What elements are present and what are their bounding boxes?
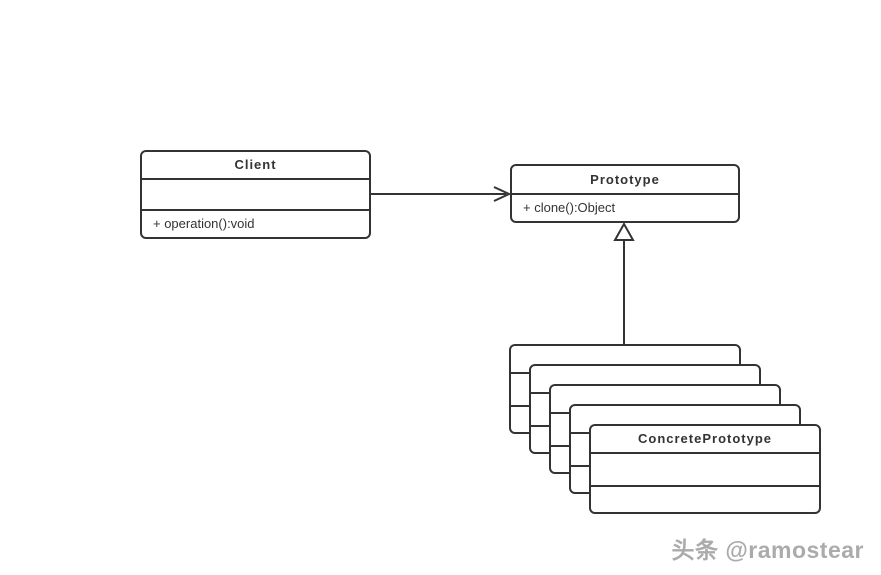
- class-box-prototype: Prototype + clone():Object: [510, 164, 740, 223]
- class-title-client: Client: [142, 152, 369, 180]
- watermark-text: 头条 @ramostear: [671, 537, 864, 563]
- generalization-line: [623, 240, 625, 345]
- class-title-prototype: Prototype: [512, 166, 738, 195]
- class-methods-concrete-prototype: [591, 487, 819, 514]
- class-methods-prototype: + clone():Object: [523, 200, 616, 215]
- class-attributes-client: [142, 180, 369, 211]
- class-attributes-concrete-prototype: [591, 454, 819, 487]
- association-open-arrowhead-icon: [493, 186, 512, 202]
- class-box-client: Client + operation():void: [140, 150, 371, 239]
- class-box-concrete-prototype: ConcretePrototype: [589, 424, 821, 514]
- class-title-concrete-prototype: ConcretePrototype: [591, 426, 819, 454]
- class-methods-client: + operation():void: [153, 216, 255, 231]
- association-line: [371, 193, 506, 195]
- generalization-hollow-triangle-icon: [613, 221, 635, 241]
